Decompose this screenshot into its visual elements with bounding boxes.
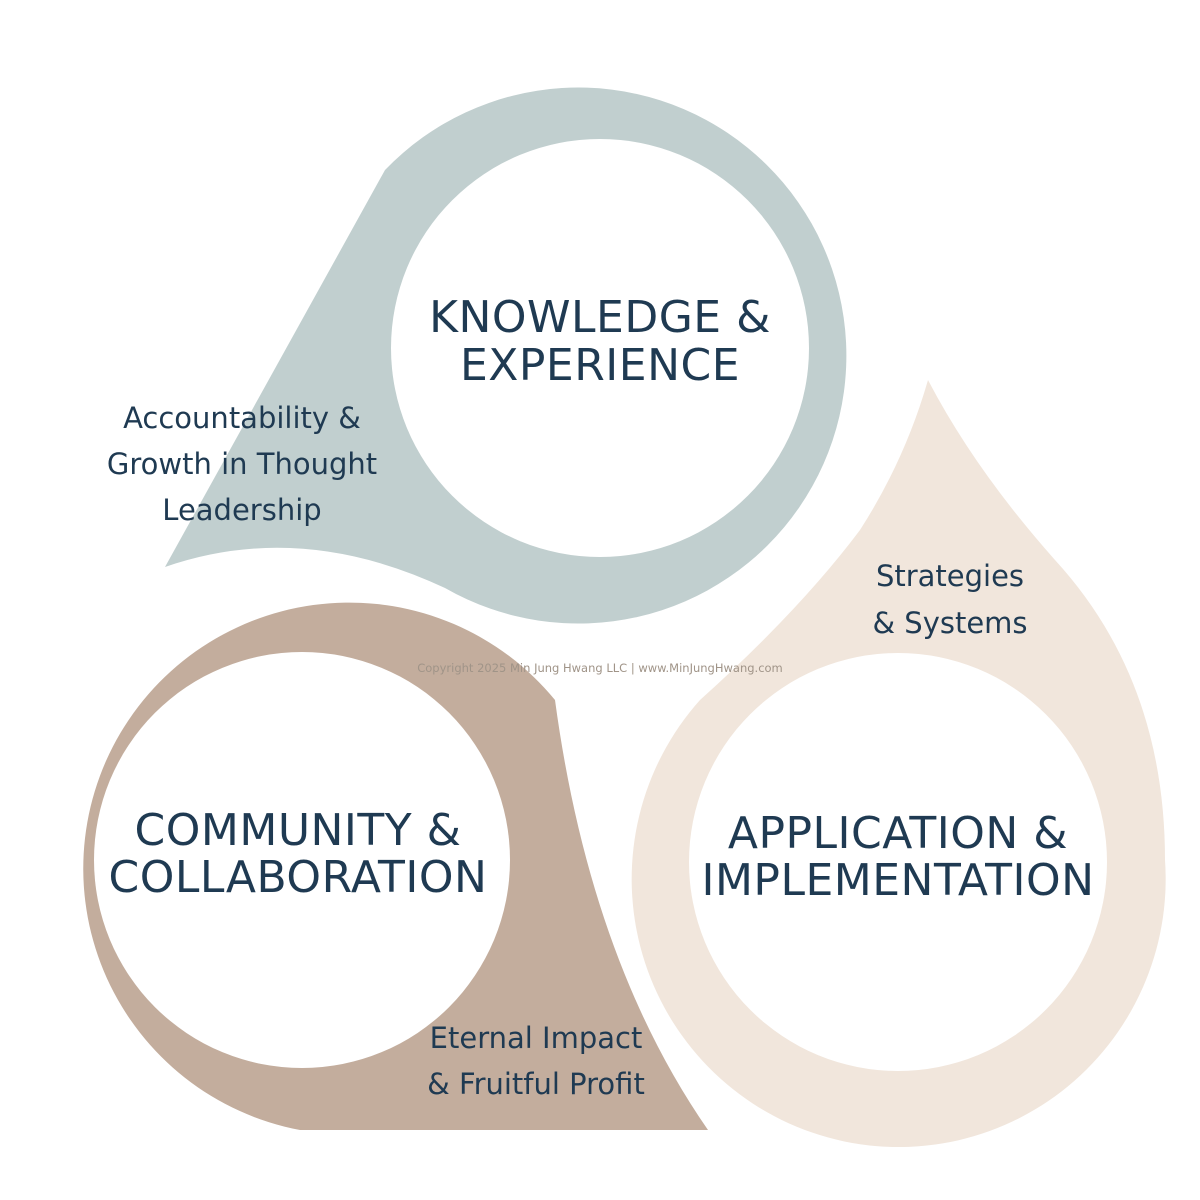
community-title-line1: COMMUNITY &: [135, 805, 462, 856]
community-caption-line1: Eternal Impact: [430, 1021, 643, 1055]
application-caption-line1: Strategies: [876, 559, 1024, 593]
knowledge-caption-line3: Leadership: [162, 493, 321, 527]
application-inner-circle: [689, 653, 1107, 1071]
knowledge-caption-line1: Accountability &: [123, 401, 361, 435]
copyright-notice: Copyright 2025 Min Jung Hwang LLC | www.…: [417, 661, 783, 675]
knowledge-caption-line2: Growth in Thought: [107, 447, 377, 481]
knowledge-experience-node: KNOWLEDGE & EXPERIENCE Accountability & …: [107, 87, 847, 624]
community-inner-circle: [94, 652, 510, 1068]
application-title-line2: IMPLEMENTATION: [701, 855, 1094, 906]
knowledge-inner-circle: [391, 139, 809, 557]
community-title-line2: COLLABORATION: [109, 852, 488, 903]
application-title-line1: APPLICATION &: [728, 808, 1068, 859]
application-implementation-node: APPLICATION & IMPLEMENTATION Strategies …: [631, 380, 1166, 1148]
knowledge-title-line2: EXPERIENCE: [460, 340, 740, 391]
application-caption-line2: & Systems: [872, 606, 1027, 640]
knowledge-title-line1: KNOWLEDGE &: [429, 292, 771, 343]
community-caption-line2: & Fruitful Profit: [427, 1067, 645, 1101]
community-collaboration-node: COMMUNITY & COLLABORATION Eternal Impact…: [83, 602, 708, 1130]
